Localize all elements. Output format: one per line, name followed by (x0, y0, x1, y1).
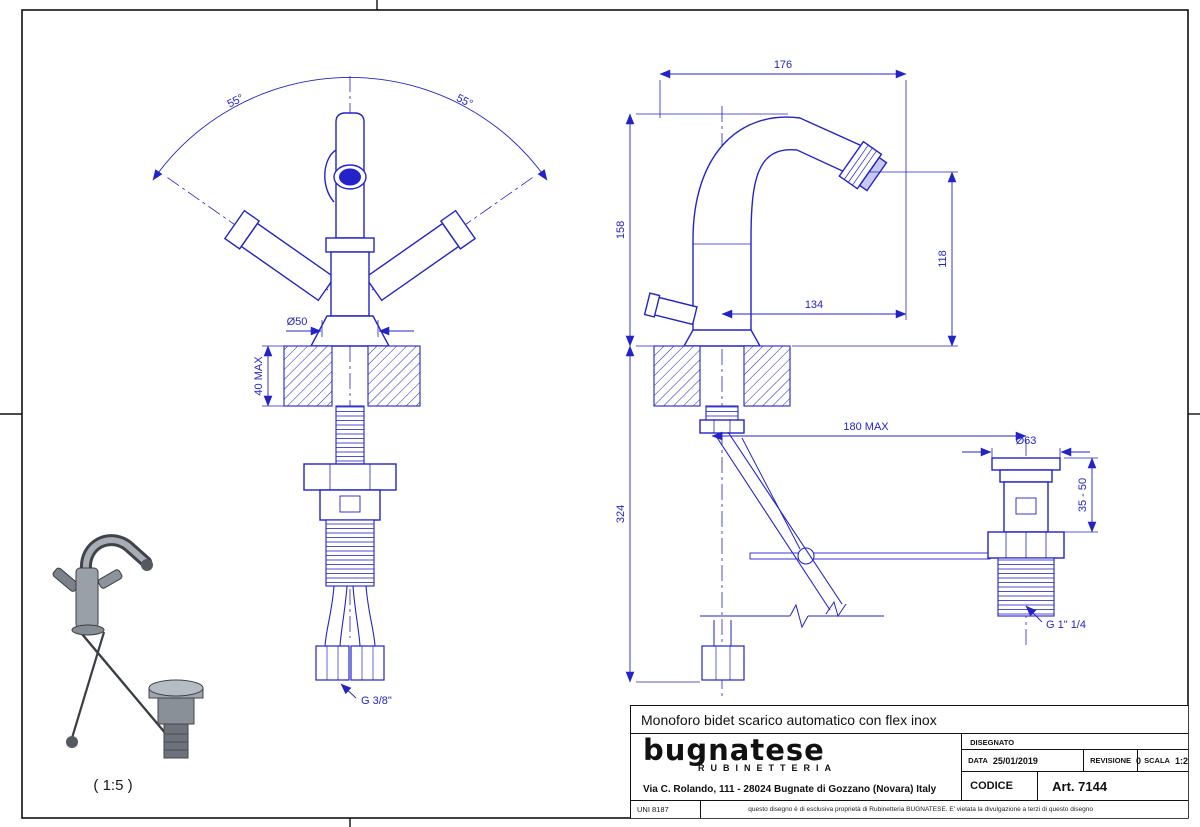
dim-158: 158 (615, 113, 788, 347)
label-g114-text: G 1" 1/4 (1046, 619, 1086, 631)
popup-linkage (700, 431, 991, 681)
brand-logo: bugnatese (643, 733, 825, 767)
handle-right (357, 177, 533, 302)
aerator-side (838, 140, 888, 192)
dim-deck-40max: 40 MAX (253, 345, 286, 407)
spout-front (324, 112, 367, 239)
label-g38-text: G 3/8" (361, 695, 392, 707)
deck-right-side (743, 345, 791, 407)
dim-63-label: Ø63 (1016, 435, 1037, 447)
date-cell: DATA 25/01/2019 (962, 750, 1085, 771)
angle-left-label: 55° (226, 92, 246, 110)
date-label: DATA (968, 756, 988, 765)
faucet-side (643, 116, 888, 347)
dim-3550-label: 35 - 50 (1077, 478, 1089, 512)
dim-180max: 180 MAX (711, 421, 1027, 441)
dim-158-label: 158 (615, 221, 627, 239)
dim-diameter-50-label: Ø50 (287, 316, 308, 328)
handle-rotation-arc (152, 77, 548, 181)
deck-right-front (367, 345, 421, 407)
date-value: 25/01/2019 (992, 755, 1038, 766)
side-view: 176 158 118 134 324 (615, 59, 1098, 696)
front-view: 55° 55° (152, 76, 548, 707)
dim-134: 134 (721, 299, 907, 319)
company-address: Via C. Rolando, 111 - 28024 Bugnate di G… (643, 784, 937, 795)
dim-118-label: 118 (937, 250, 949, 268)
scale-label: ( 1:5 ) (93, 777, 132, 794)
standard-ref: UNI 8187 (631, 801, 701, 818)
dim-324: 324 (615, 345, 700, 683)
deck-left-front (283, 345, 333, 407)
label-g38: G 3/8" (340, 683, 392, 707)
revision-label: REVISIONE (1090, 756, 1131, 765)
scale-cell: SCALA 1:2 (1138, 750, 1188, 771)
dim-176-label: 176 (774, 59, 792, 71)
dim-118: 118 (792, 171, 958, 347)
body-front (309, 237, 391, 347)
info-cells: DISEGNATO DATA 25/01/2019 REVISIONE 0 SC… (962, 734, 1188, 800)
iso-drain (148, 679, 204, 759)
dim-134-label: 134 (805, 299, 823, 311)
deck-left-side (653, 345, 701, 407)
drawn-by-label: DISEGNATO (962, 734, 1188, 750)
drawing-title: Monoforo bidet scarico automatico con fl… (631, 706, 1188, 734)
flex-hoses-front (315, 585, 385, 681)
dim-deck-40max-label: 40 MAX (253, 356, 265, 396)
angle-right-label: 55° (454, 92, 474, 110)
disclaimer-text: questo disegno è di esclusiva proprietà … (748, 806, 1093, 813)
revision-value: 0 (1135, 755, 1141, 766)
dim-diameter-50: Ø50 (286, 316, 414, 337)
code-label: CODICE (962, 772, 1039, 800)
title-block: Monoforo bidet scarico automatico con fl… (630, 705, 1188, 818)
brand-subtitle: RUBINETTERIA (698, 763, 837, 773)
shank-side (699, 405, 745, 434)
handle-side (643, 292, 698, 326)
code-value: Art. 7144 (1052, 778, 1108, 794)
handle-left (167, 177, 343, 302)
shank-front (303, 405, 397, 587)
dim-176: 176 (659, 59, 907, 320)
dim-180max-label: 180 MAX (843, 421, 889, 433)
revision-cell: REVISIONE 0 (1084, 750, 1141, 771)
isometric-view (52, 534, 204, 759)
brand-cell: bugnatese RUBINETTERIA Via C. Rolando, 1… (631, 733, 963, 800)
title-scale-label: SCALA (1144, 756, 1170, 765)
dim-324-label: 324 (615, 505, 627, 523)
drain-assembly: Ø63 35 - 50 G 1" 1/4 (962, 435, 1098, 645)
title-scale-value: 1:2 (1174, 755, 1188, 766)
